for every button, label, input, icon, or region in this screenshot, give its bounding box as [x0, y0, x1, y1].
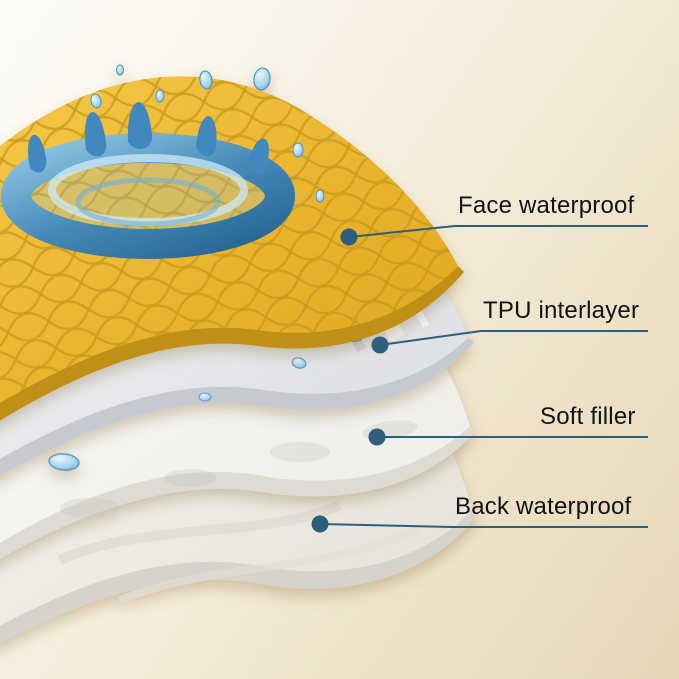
splash-spikes [27, 102, 269, 175]
marker-dot-filler [368, 428, 386, 446]
leader-line-face [348, 225, 648, 238]
water-droplet [291, 357, 307, 369]
water-splash [0, 64, 325, 259]
label-back-waterproof: Back waterproof [455, 493, 632, 520]
leader-line-tpu [379, 330, 648, 346]
water-droplet [116, 64, 124, 76]
filler-texture-blob [270, 442, 330, 462]
splash-spike [127, 102, 153, 150]
label-tpu-interlayer: TPU interlayer [483, 297, 640, 324]
face-layer-edge [0, 266, 464, 421]
filler-texture-blob [164, 469, 216, 487]
splash-spike [248, 138, 269, 175]
marker-dot-face [340, 228, 358, 246]
leader-line-back [319, 523, 648, 528]
water-droplet [90, 93, 102, 109]
callout-leaders [311, 225, 648, 533]
water-droplet [292, 142, 304, 158]
filler-texture-blob [60, 498, 120, 518]
water-droplet [253, 67, 271, 91]
marker-dot-tpu [371, 336, 389, 354]
splash-droplets [90, 64, 325, 203]
marker-dot-back [311, 515, 329, 533]
label-face-waterproof: Face waterproof [458, 192, 635, 219]
splash-ring [1, 133, 295, 259]
splash-spike [196, 116, 217, 157]
splash-spike [27, 134, 47, 173]
back-layer-edge [0, 510, 478, 644]
back-layer-texture [57, 500, 343, 565]
water-droplet [198, 392, 212, 402]
water-droplet [155, 89, 165, 103]
water-droplet [199, 70, 213, 90]
water-droplet [48, 453, 80, 471]
label-soft-filler: Soft filler [540, 403, 636, 430]
splash-inner-rim [75, 177, 221, 227]
face-waterproof-layer [0, 64, 464, 421]
water-droplet [315, 189, 325, 203]
splash-spike [84, 112, 107, 157]
back-layer-texture [118, 524, 422, 604]
